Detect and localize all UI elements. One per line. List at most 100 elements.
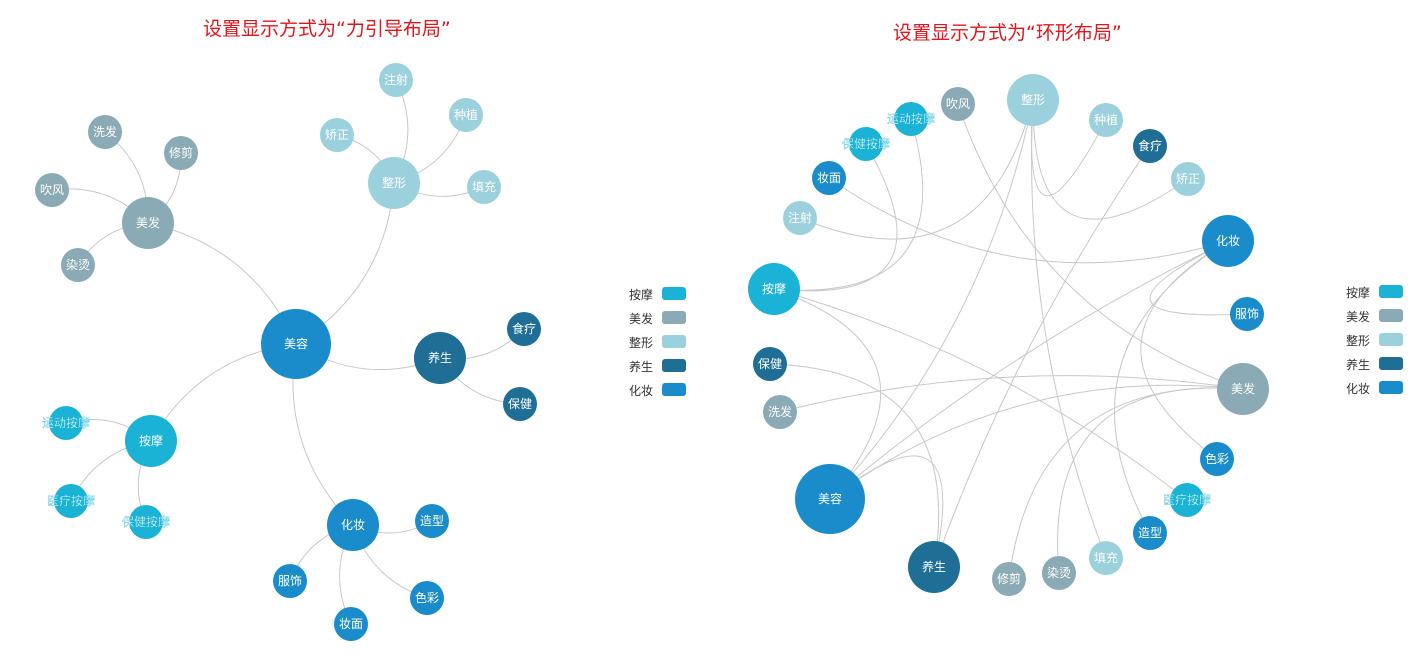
force-node-按摩[interactable]: 按摩 [125,415,177,467]
force-node-养生[interactable]: 养生 [414,332,466,384]
circular-node-circle[interactable] [1200,442,1234,476]
force-node-注射[interactable]: 注射 [379,63,413,97]
circular-node-circle[interactable] [1230,297,1264,331]
circular-node-circle[interactable] [1202,215,1254,267]
circular-node-注射[interactable]: 注射 [783,201,817,235]
circular-node-种植[interactable]: 种植 [1089,103,1123,137]
force-node-circle[interactable] [368,157,420,209]
force-node-circle[interactable] [35,173,69,207]
circular-node-circle[interactable] [763,395,797,429]
circular-node-circle[interactable] [849,127,883,161]
force-node-填充[interactable]: 填充 [467,170,501,204]
force-node-circle[interactable] [61,248,95,282]
force-node-美发[interactable]: 美发 [122,197,174,249]
force-node-造型[interactable]: 造型 [415,504,449,538]
force-node-保健[interactable]: 保健 [503,387,537,421]
force-node-美容[interactable]: 美容 [261,309,331,379]
force-node-保健按摩[interactable]: 保健按摩 [122,505,170,539]
force-node-circle[interactable] [507,312,541,346]
circular-node-circle[interactable] [941,87,975,121]
circular-node-服饰[interactable]: 服饰 [1230,297,1264,331]
circular-node-circle[interactable] [812,161,846,195]
circular-node-circle[interactable] [894,102,928,136]
circular-node-circle[interactable] [783,201,817,235]
force-node-吹风[interactable]: 吹风 [35,173,69,207]
force-node-circle[interactable] [379,63,413,97]
force-node-circle[interactable] [449,98,483,132]
circular-node-造型[interactable]: 造型 [1133,516,1167,550]
force-node-整形[interactable]: 整形 [368,157,420,209]
circular-node-circle[interactable] [1133,129,1167,163]
force-node-circle[interactable] [129,505,163,539]
force-node-服饰[interactable]: 服饰 [273,564,307,598]
force-node-circle[interactable] [410,581,444,615]
force-node-矫正[interactable]: 矫正 [320,118,354,152]
force-node-circle[interactable] [273,564,307,598]
right-legend-item[interactable]: 化妆 [1346,381,1426,396]
circular-node-运动按摩[interactable]: 运动按摩 [887,102,935,136]
right-legend-item[interactable]: 美发 [1346,309,1426,324]
circular-node-美发[interactable]: 美发 [1217,363,1269,415]
force-node-化妆[interactable]: 化妆 [327,499,379,551]
left-legend-item[interactable]: 化妆 [629,383,709,398]
circular-node-整形[interactable]: 整形 [1007,74,1059,126]
circular-node-circle[interactable] [795,464,865,534]
force-node-circle[interactable] [49,406,83,440]
force-node-circle[interactable] [54,484,88,518]
circular-node-circle[interactable] [1007,74,1059,126]
circular-node-染烫[interactable]: 染烫 [1042,556,1076,590]
force-node-色彩[interactable]: 色彩 [410,581,444,615]
circular-node-美容[interactable]: 美容 [795,464,865,534]
circular-node-circle[interactable] [908,541,960,593]
force-node-妆面[interactable]: 妆面 [334,607,368,641]
force-node-circle[interactable] [125,415,177,467]
force-node-食疗[interactable]: 食疗 [507,312,541,346]
force-node-circle[interactable] [503,387,537,421]
circular-node-食疗[interactable]: 食疗 [1133,129,1167,163]
left-legend-item[interactable]: 养生 [629,359,709,374]
force-node-种植[interactable]: 种植 [449,98,483,132]
force-node-circle[interactable] [414,332,466,384]
circular-node-circle[interactable] [753,347,787,381]
circular-node-circle[interactable] [1217,363,1269,415]
circular-node-色彩[interactable]: 色彩 [1200,442,1234,476]
right-legend-item[interactable]: 按摩 [1346,285,1426,300]
circular-node-矫正[interactable]: 矫正 [1171,162,1205,196]
circular-node-妆面[interactable]: 妆面 [812,161,846,195]
force-node-circle[interactable] [122,197,174,249]
left-legend-item[interactable]: 美发 [629,311,709,326]
force-node-circle[interactable] [327,499,379,551]
circular-node-医疗按摩[interactable]: 医疗按摩 [1163,483,1211,517]
force-node-染烫[interactable]: 染烫 [61,248,95,282]
right-legend-item[interactable]: 整形 [1346,333,1426,348]
force-node-circle[interactable] [320,118,354,152]
circular-node-养生[interactable]: 养生 [908,541,960,593]
circular-node-circle[interactable] [1089,541,1123,575]
force-node-医疗按摩[interactable]: 医疗按摩 [47,484,95,518]
force-node-circle[interactable] [415,504,449,538]
force-node-circle[interactable] [334,607,368,641]
circular-node-按摩[interactable]: 按摩 [748,263,800,315]
circular-node-保健[interactable]: 保健 [753,347,787,381]
circular-node-circle[interactable] [1089,103,1123,137]
circular-node-circle[interactable] [1171,162,1205,196]
circular-node-circle[interactable] [748,263,800,315]
circular-node-circle[interactable] [1133,516,1167,550]
force-node-修剪[interactable]: 修剪 [164,136,198,170]
force-node-circle[interactable] [88,115,122,149]
left-legend-item[interactable]: 整形 [629,335,709,350]
force-node-洗发[interactable]: 洗发 [88,115,122,149]
circular-node-保健按摩[interactable]: 保健按摩 [842,127,890,161]
circular-node-circle[interactable] [1170,483,1204,517]
circular-node-circle[interactable] [992,562,1026,596]
force-node-circle[interactable] [467,170,501,204]
circular-node-化妆[interactable]: 化妆 [1202,215,1254,267]
right-legend-item[interactable]: 养生 [1346,357,1426,372]
circular-node-修剪[interactable]: 修剪 [992,562,1026,596]
circular-node-填充[interactable]: 填充 [1089,541,1123,575]
circular-node-吹风[interactable]: 吹风 [941,87,975,121]
left-legend-item[interactable]: 按摩 [629,287,709,302]
circular-node-circle[interactable] [1042,556,1076,590]
